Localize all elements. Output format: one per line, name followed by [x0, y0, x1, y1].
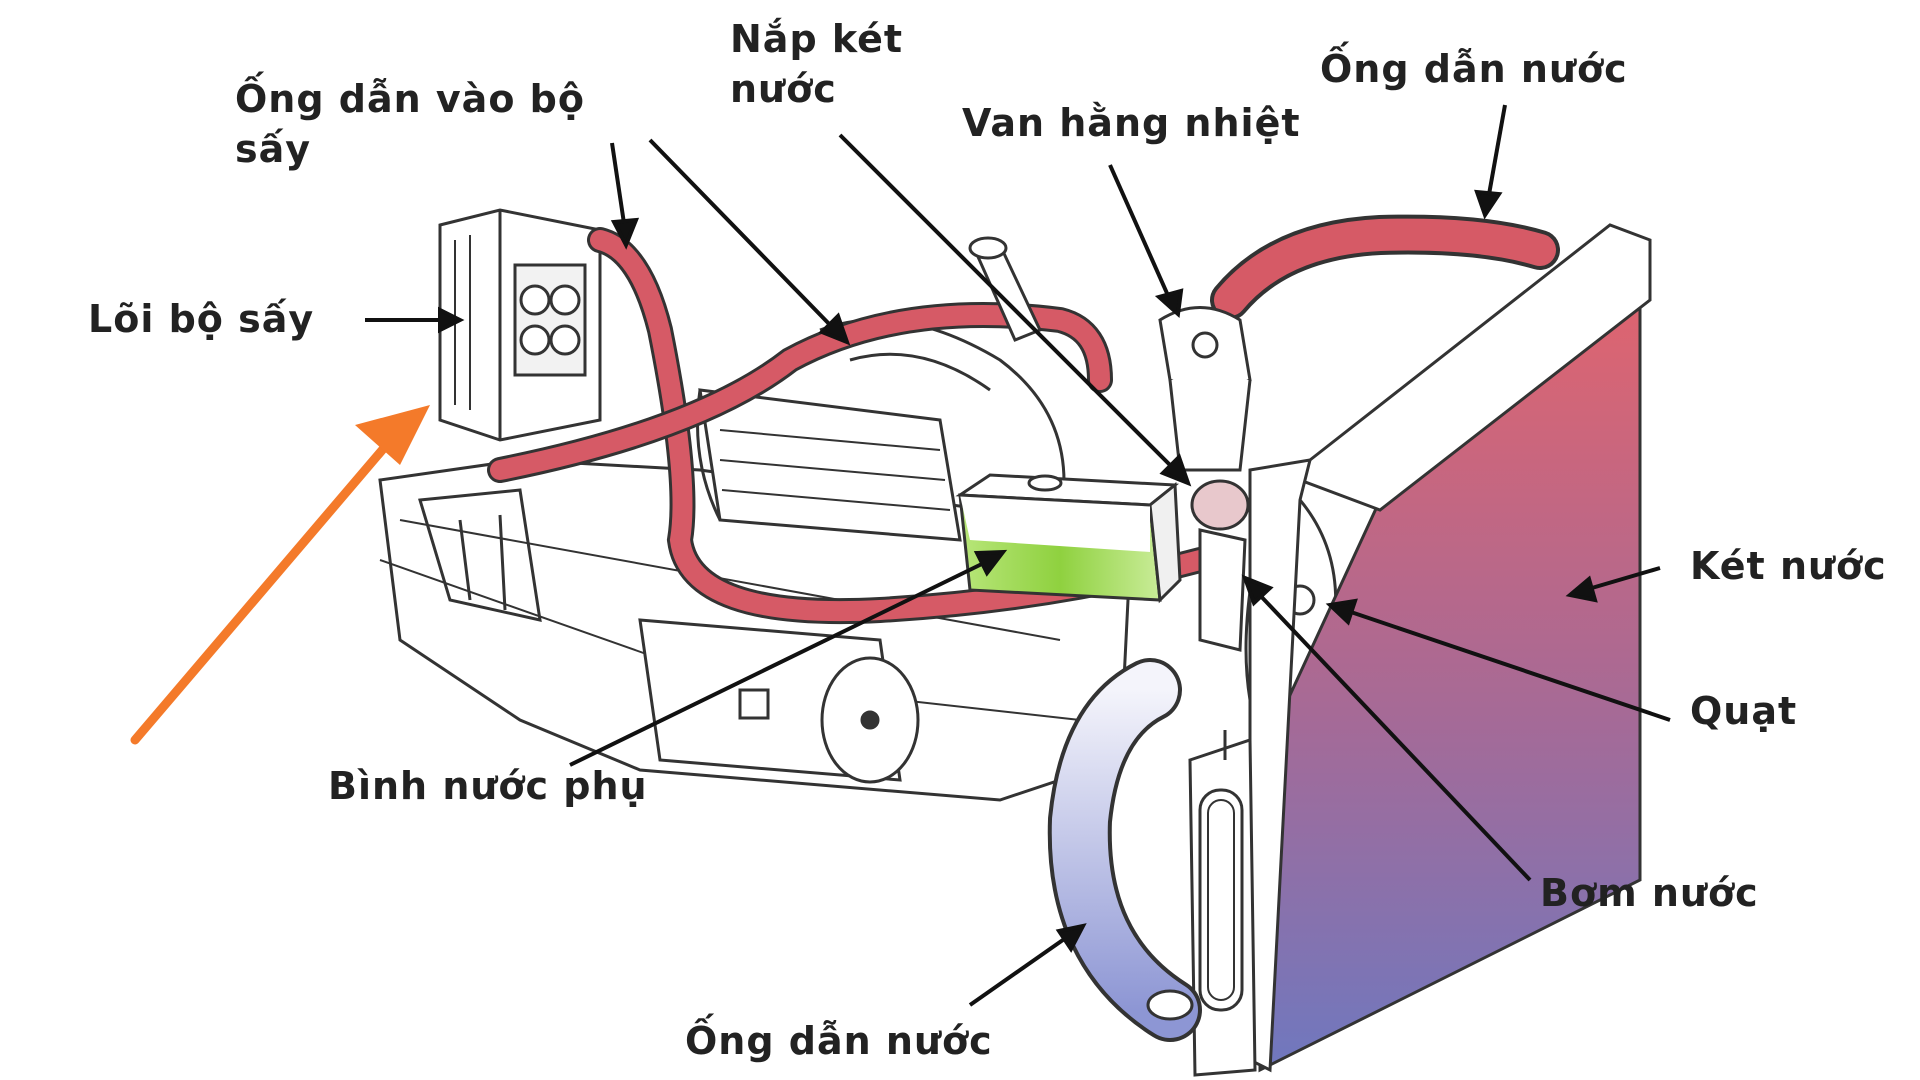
heater-core	[438, 208, 602, 442]
leader-heater-hose-return	[648, 138, 837, 332]
label-heater-core: Lõi bộ sấy	[88, 297, 315, 341]
label-water-pump: Bơm nước	[1540, 871, 1759, 915]
leader-lines	[365, 104, 1671, 1007]
label-lower-hose: Ống dẫn nước	[685, 1019, 993, 1063]
alternator	[638, 618, 920, 784]
leader-heater-inlet-hose	[610, 142, 627, 231]
leader-reservoir	[569, 558, 991, 767]
label-radiator-cap-line1: Nắp két	[730, 17, 904, 61]
label-upper-hose: Ống dẫn nước	[1320, 47, 1628, 91]
leader-thermostat	[1108, 164, 1172, 301]
leader-radiator-cap	[838, 133, 1177, 472]
leader-lower-hose	[968, 933, 1072, 1007]
label-thermostat: Van hằng nhiệt	[962, 101, 1301, 145]
label-heater-inlet-hose-line1: Ống dẫn vào bộ	[235, 77, 585, 121]
label-radiator: Két nước	[1690, 544, 1887, 588]
water-pump	[1190, 479, 1250, 652]
leader-upper-hose	[1486, 104, 1507, 201]
upper-hose	[1210, 214, 1560, 320]
lower-hose	[1047, 658, 1202, 1042]
label-heater-inlet-hose-line2: sấy	[235, 127, 312, 171]
airflow-arrow	[130, 405, 430, 745]
radiator	[1188, 223, 1652, 1077]
leader-water-pump	[1253, 588, 1532, 882]
label-reservoir: Bình nước phụ	[328, 764, 648, 808]
heater-hoses	[487, 227, 1213, 625]
label-fan: Quạt	[1690, 689, 1798, 733]
leader-radiator	[1584, 566, 1661, 592]
leader-fan	[1344, 608, 1671, 722]
thermostat-housing	[1158, 306, 1252, 472]
air-intake	[696, 318, 1066, 542]
label-radiator-cap-line2: nước	[730, 67, 837, 111]
coolant-reservoir	[955, 473, 1182, 604]
